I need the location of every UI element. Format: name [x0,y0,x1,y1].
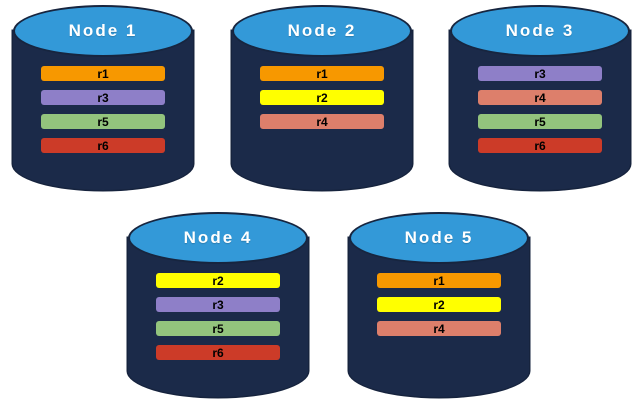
replica-slot[interactable]: r1 [41,66,165,81]
replica-slot-list: r1 r3 r5 r6 [13,66,193,153]
replica-slot[interactable]: r2 [377,297,501,312]
cylinder-top [232,5,412,57]
replica-slot[interactable]: r4 [377,321,501,336]
replica-slot[interactable]: r2 [156,273,280,288]
replica-slot[interactable]: r3 [41,90,165,105]
replica-slot-list: r1 r2 r4 [349,273,529,336]
cylinder-top [349,212,529,264]
cylinder-body [349,238,529,397]
replica-slot[interactable]: r3 [156,297,280,312]
replica-slot[interactable]: r5 [41,114,165,129]
cylinder-body [232,31,412,190]
replica-slot-list: r3 r4 r5 r6 [450,66,630,153]
cylinder-top [128,212,308,264]
cylinder-top [450,5,630,57]
cylinder-body [128,238,308,397]
replica-slot[interactable]: r5 [478,114,602,129]
replica-slot[interactable]: r2 [260,90,384,105]
replica-slot[interactable]: r3 [478,66,602,81]
replica-slot[interactable]: r5 [156,321,280,336]
replica-slot-list: r1 r2 r4 [232,66,412,129]
replica-slot[interactable]: r1 [377,273,501,288]
replica-slot[interactable]: r1 [260,66,384,81]
cylinder-top [13,5,193,57]
replica-slot[interactable]: r4 [260,114,384,129]
replica-slot-list: r2 r3 r5 r6 [128,273,308,360]
cylinder-body [450,31,630,190]
replica-slot[interactable]: r4 [478,90,602,105]
replica-slot[interactable]: r6 [478,138,602,153]
cylinder-body [13,31,193,190]
replica-slot[interactable]: r6 [156,345,280,360]
replica-slot[interactable]: r6 [41,138,165,153]
